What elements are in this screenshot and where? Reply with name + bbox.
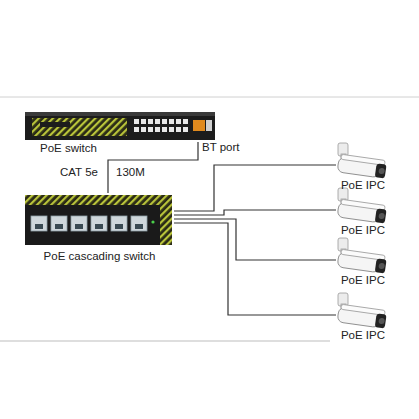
network-cable (174, 210, 336, 215)
cable-length: 130M (115, 166, 146, 179)
device-caption: PoE IPC (330, 179, 396, 192)
ip-camera: PoE IPC (330, 293, 396, 342)
cable-type: CAT 5e (59, 166, 99, 179)
device-caption: PoE IPC (330, 224, 396, 237)
network-cable (174, 165, 336, 211)
ip-camera: PoE IPC (330, 143, 396, 192)
cascading-switch: PoE cascading switch (25, 193, 174, 263)
device-caption: PoE IPC (330, 274, 396, 287)
poe-switch: PoE switch (25, 110, 217, 155)
device-caption: PoE switch (40, 142, 217, 155)
port-label: BT port (201, 141, 241, 154)
network-cable (108, 142, 198, 193)
network-cable (174, 219, 336, 260)
device-caption: PoE cascading switch (25, 250, 174, 263)
ip-camera: PoE IPC (330, 238, 396, 287)
device-caption: PoE IPC (330, 329, 396, 342)
network-cable (174, 223, 336, 315)
ip-camera: PoE IPC (330, 188, 396, 237)
